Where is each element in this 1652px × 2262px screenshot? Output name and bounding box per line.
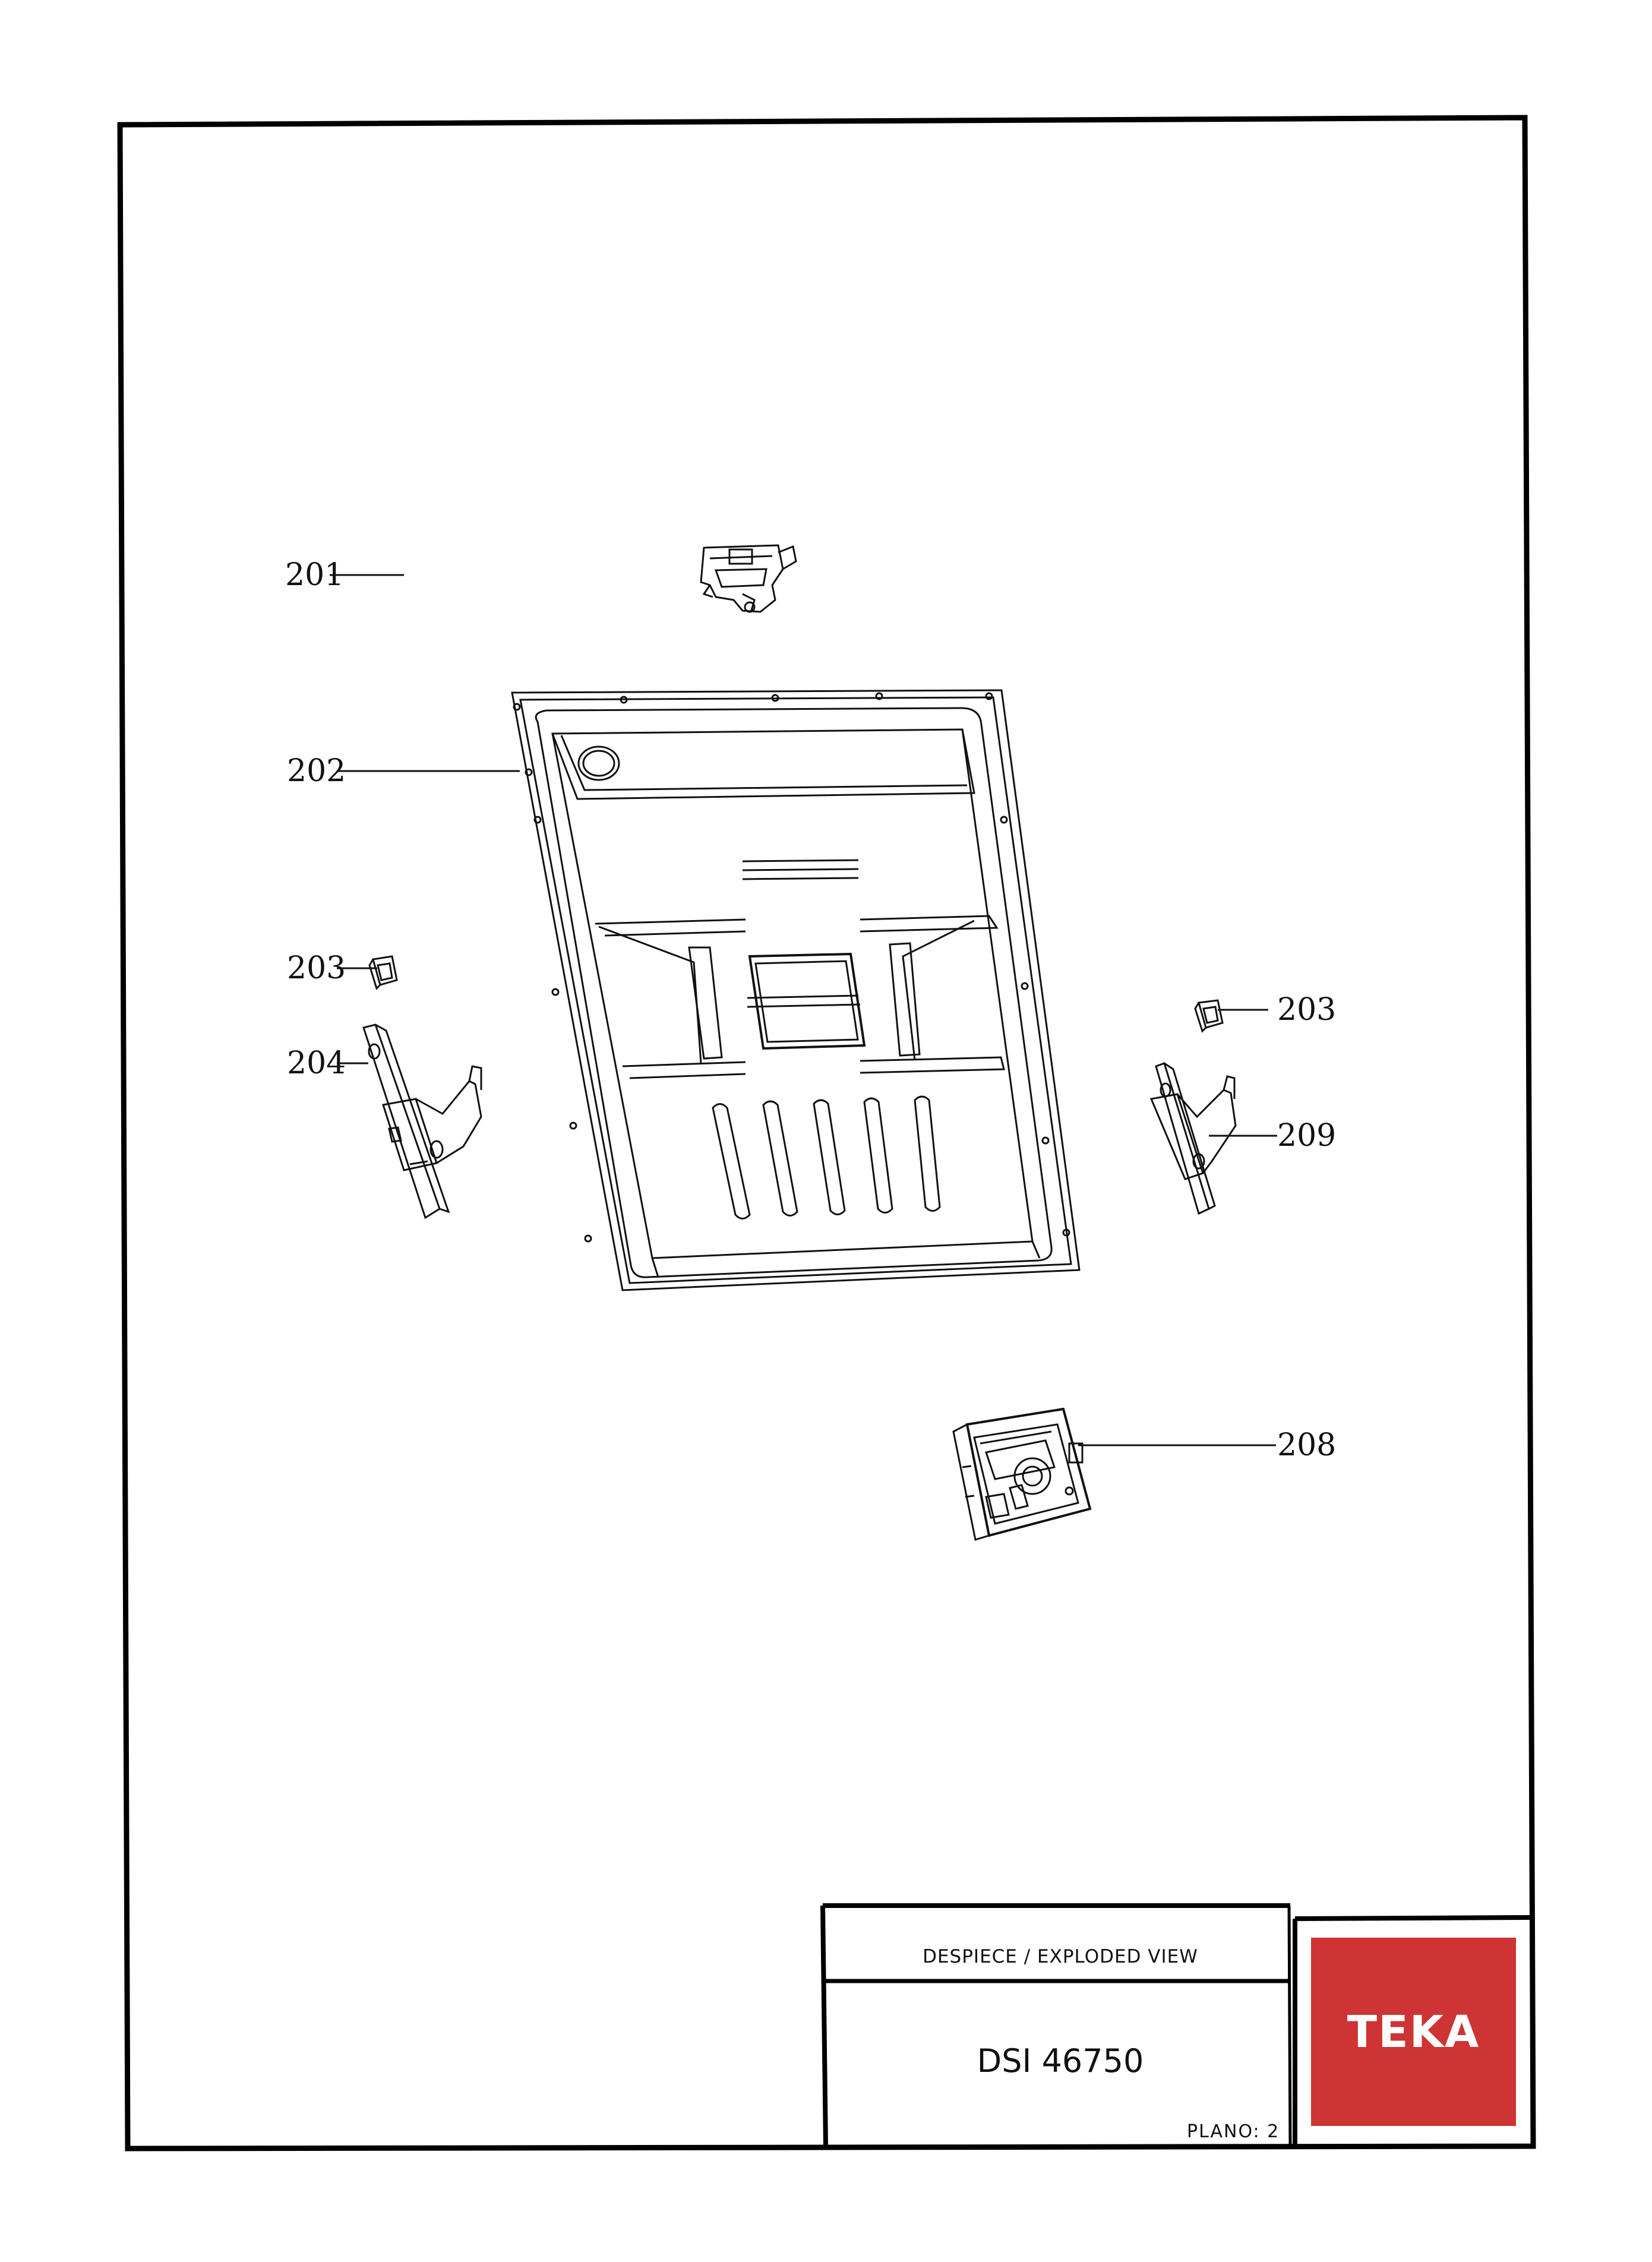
title-block-plan-number: PLANO: 2 [1187, 2121, 1280, 2142]
teka-logo: TEKA [1311, 1938, 1516, 2126]
callout-203-right: 203 [1277, 992, 1337, 1028]
callout-203-left: 203 [287, 950, 346, 986]
part-208-detergent-dispenser [952, 1407, 1092, 1541]
leader-lines [330, 574, 1277, 1446]
title-block [820, 1903, 1530, 2146]
part-201-door-lock [700, 544, 797, 613]
teka-logo-text: TEKA [1347, 2006, 1480, 2058]
part-209-hinge-right [1149, 1062, 1237, 1215]
callout-202: 202 [287, 753, 346, 789]
callout-201: 201 [285, 557, 345, 593]
callout-208: 208 [1277, 1427, 1337, 1463]
part-202-inner-door-panel [511, 689, 1081, 1291]
part-203-clip-left [368, 955, 398, 990]
part-204-hinge-left [362, 1023, 482, 1220]
part-203-clip-right [1194, 999, 1224, 1033]
callout-209: 209 [1277, 1118, 1337, 1154]
title-block-model: DSI 46750 [977, 2042, 1144, 2080]
title-block-subtitle: DESPIECE / EXPLODED VIEW [923, 1946, 1198, 1967]
callout-204: 204 [287, 1045, 346, 1081]
sheet-border [117, 115, 1536, 2152]
